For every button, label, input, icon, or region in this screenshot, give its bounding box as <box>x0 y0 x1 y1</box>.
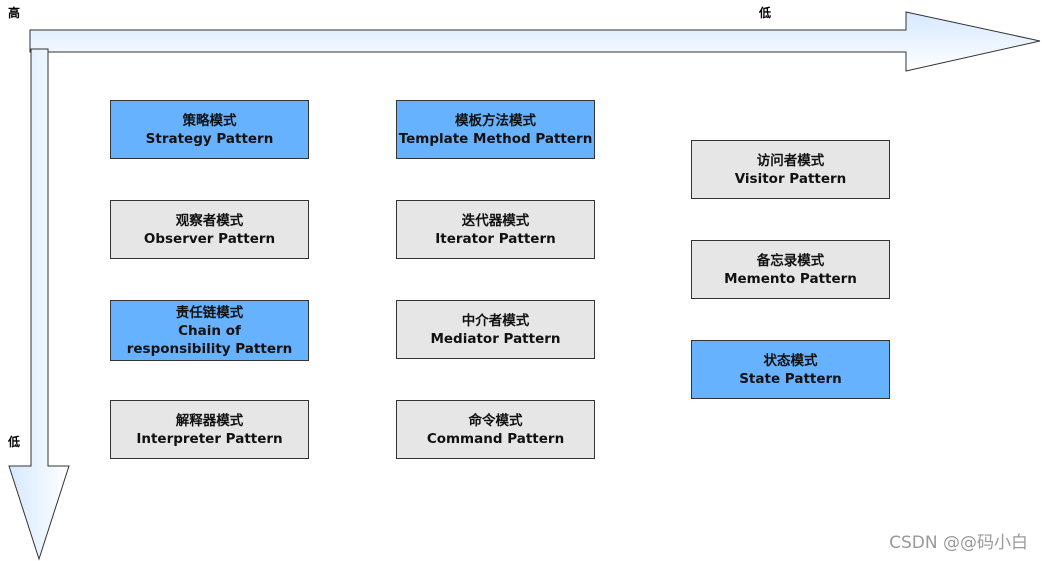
visitor-pattern-box: 访问者模式 Visitor Pattern <box>691 140 890 199</box>
template-method-pattern-zh: 模板方法模式 <box>455 112 536 129</box>
vertical-axis-arrow <box>8 48 70 561</box>
observer-pattern-zh: 观察者模式 <box>175 212 244 229</box>
visitor-pattern-en: Visitor Pattern <box>734 170 847 187</box>
state-pattern-zh: 状态模式 <box>763 352 818 369</box>
template-method-pattern-en: Template Method Pattern <box>398 130 593 147</box>
memento-pattern-en: Memento Pattern <box>724 270 857 287</box>
vertical-low-label: 低 <box>8 435 21 449</box>
command-pattern-en: Command Pattern <box>426 430 565 447</box>
state-pattern-en: State Pattern <box>739 370 842 387</box>
memento-pattern-box: 备忘录模式 Memento Pattern <box>691 240 890 299</box>
command-pattern-box: 命令模式 Command Pattern <box>396 400 595 459</box>
chain-pattern-box: 责任链模式 Chain of responsibility Pattern <box>110 300 309 361</box>
template-method-pattern-box: 模板方法模式 Template Method Pattern <box>396 100 595 159</box>
iterator-pattern-en: Iterator Pattern <box>435 230 556 247</box>
interpreter-pattern-zh: 解释器模式 <box>175 412 244 429</box>
chain-pattern-en: Chain of responsibility Pattern <box>126 322 293 357</box>
memento-pattern-zh: 备忘录模式 <box>756 252 825 269</box>
interpreter-pattern-box: 解释器模式 Interpreter Pattern <box>110 400 309 459</box>
chain-pattern-zh: 责任链模式 <box>175 304 244 321</box>
mediator-pattern-zh: 中介者模式 <box>461 312 530 329</box>
iterator-pattern-zh: 迭代器模式 <box>461 212 530 229</box>
state-pattern-box: 状态模式 State Pattern <box>691 340 890 399</box>
mediator-pattern-en: Mediator Pattern <box>430 330 561 347</box>
csdn-watermark: CSDN @@码小白 <box>889 533 1028 553</box>
horizontal-low-label: 低 <box>759 6 772 20</box>
observer-pattern-en: Observer Pattern <box>143 230 276 247</box>
mediator-pattern-box: 中介者模式 Mediator Pattern <box>396 300 595 359</box>
strategy-pattern-en: Strategy Pattern <box>145 130 274 147</box>
observer-pattern-box: 观察者模式 Observer Pattern <box>110 200 309 259</box>
strategy-pattern-box: 策略模式 Strategy Pattern <box>110 100 309 159</box>
command-pattern-zh: 命令模式 <box>468 412 523 429</box>
strategy-pattern-zh: 策略模式 <box>182 112 237 129</box>
iterator-pattern-box: 迭代器模式 Iterator Pattern <box>396 200 595 259</box>
interpreter-pattern-en: Interpreter Pattern <box>136 430 283 447</box>
horizontal-axis-arrow <box>29 11 1041 72</box>
corner-high-label: 高 <box>8 6 21 20</box>
visitor-pattern-zh: 访问者模式 <box>756 152 825 169</box>
